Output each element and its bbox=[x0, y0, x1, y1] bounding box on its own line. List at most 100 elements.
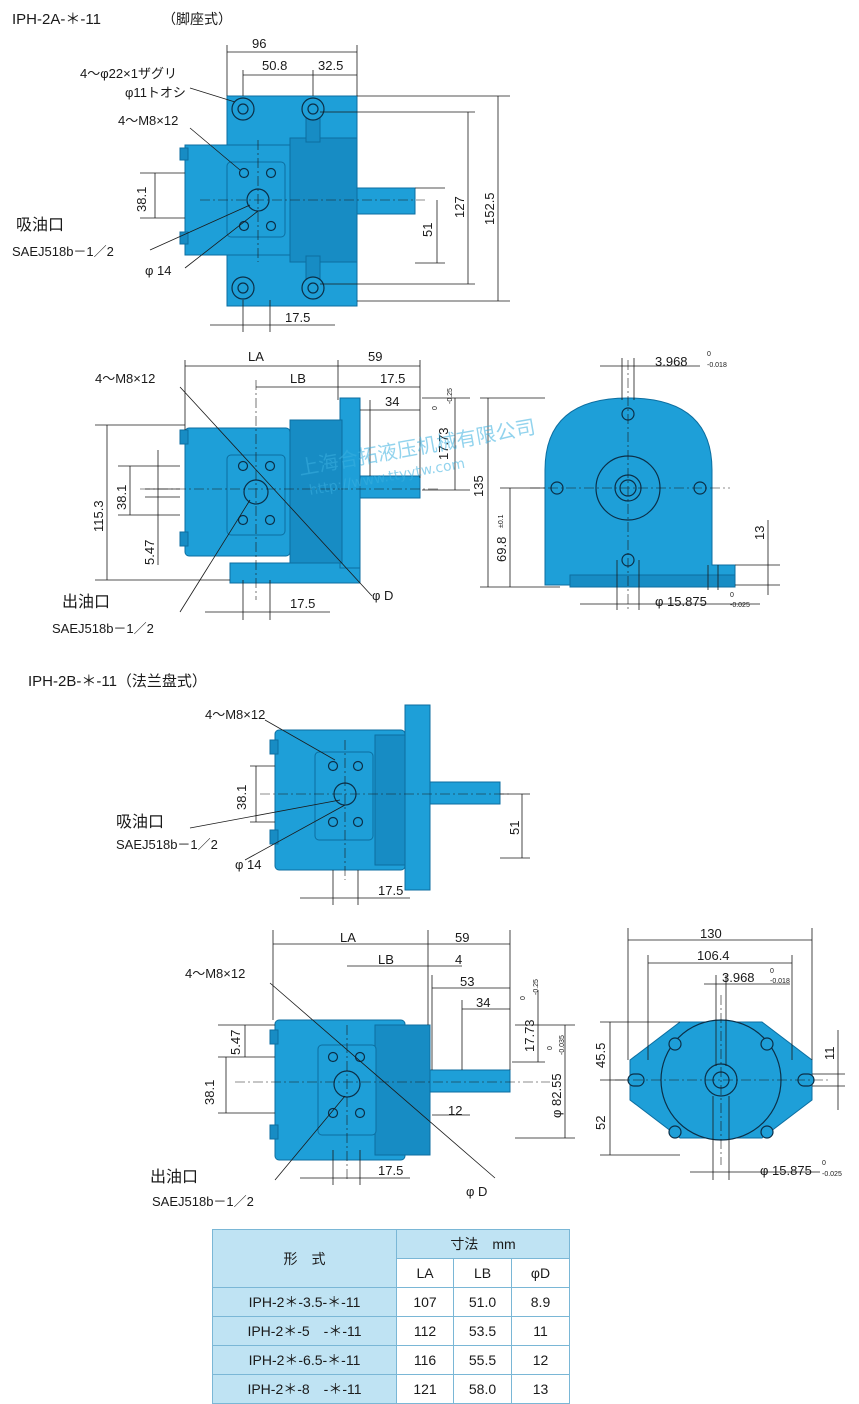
side-shaft bbox=[359, 475, 421, 499]
label-phid-a: φ D bbox=[372, 588, 393, 603]
side-plug-top bbox=[179, 429, 189, 445]
label-through-hole: φ11トオシ bbox=[125, 85, 186, 100]
label-counterbore: 4～φ22×1ザグリ bbox=[80, 66, 177, 81]
label-suction-b: 吸油口 bbox=[116, 813, 164, 831]
dim-13: 13 bbox=[752, 526, 767, 540]
tol-3968-top-b: 0 bbox=[770, 968, 774, 975]
dim-38-1-a2: 38.1 bbox=[114, 485, 129, 510]
dim-59-b: 59 bbox=[455, 930, 469, 945]
label-phi15875-a: φ 15.875 bbox=[655, 594, 707, 609]
dim-135: 135 bbox=[471, 475, 486, 497]
side-bolt-4 bbox=[264, 514, 276, 526]
dim-17-73-a: 17.73 bbox=[436, 427, 451, 460]
dim-59-a: 59 bbox=[368, 349, 382, 364]
view-a-front: 3.968 0 -0.018 φ 15.875 0 -0.025 135 69.… bbox=[471, 351, 780, 610]
dim-52: 52 bbox=[593, 1116, 608, 1130]
header-la: LA bbox=[396, 1258, 454, 1288]
b-side-bolt-1 bbox=[327, 1051, 339, 1063]
header-lb: LB bbox=[453, 1258, 512, 1288]
dim-11: 11 bbox=[822, 1047, 837, 1061]
cell-d: 11 bbox=[511, 1316, 570, 1346]
dim-34-a: 34 bbox=[385, 394, 399, 409]
dim-la-b: LA bbox=[340, 930, 356, 945]
dim-4-b: 4 bbox=[455, 952, 462, 967]
cell-d: 12 bbox=[511, 1345, 570, 1375]
cell-model: IPH-2＊-5 -＊-11 bbox=[212, 1316, 397, 1346]
dim-lb-a: LB bbox=[290, 371, 306, 386]
dim-152-5: 152.5 bbox=[482, 192, 497, 225]
section-a-subtitle: （脚座式） bbox=[162, 11, 232, 27]
cell-model: IPH-2＊-6.5-＊-11 bbox=[212, 1345, 397, 1375]
tol-17-73-top-b: 0 bbox=[520, 996, 527, 1000]
header-dimension: 寸法 mm bbox=[396, 1229, 570, 1259]
mount-hole-tr-inner bbox=[307, 103, 319, 115]
b-side-plug-bottom bbox=[269, 1124, 279, 1140]
port-bolt-3 bbox=[238, 220, 250, 232]
b-side-shaft bbox=[429, 1069, 511, 1093]
dim-51-b: 51 bbox=[507, 821, 522, 835]
label-discharge-a: 出油口 bbox=[62, 593, 110, 611]
header-d: φD bbox=[511, 1258, 570, 1288]
side-flange bbox=[289, 419, 343, 564]
b-side-bolt-3 bbox=[327, 1107, 339, 1119]
cell-model: IPH-2＊-8 -＊-11 bbox=[212, 1374, 397, 1404]
cell-model: IPH-2＊-3.5-＊-11 bbox=[212, 1287, 397, 1317]
dim-12-b: 12 bbox=[448, 1103, 462, 1118]
label-phi14-a: φ 14 bbox=[145, 263, 172, 278]
dimension-table: 形 式 寸法 mm LA LB φD IPH-2＊-3.5-＊-11 107 5… bbox=[212, 1229, 570, 1404]
tol-69-8: ±0.1 bbox=[498, 514, 505, 528]
cell-la: 107 bbox=[396, 1287, 454, 1317]
b-port-bolt-2 bbox=[352, 760, 364, 772]
dim-la-a: LA bbox=[248, 349, 264, 364]
port-bolt-4 bbox=[265, 220, 277, 232]
table-row: IPH-2＊-6.5-＊-11 116 55.5 12 bbox=[212, 1345, 570, 1375]
view-a-side: LA 59 LB 17.5 34 4～M8×12 出油口 SAEJ518b－1／… bbox=[52, 349, 470, 636]
tol-3968-bot-a: -0.018 bbox=[707, 362, 727, 369]
shaft bbox=[356, 187, 416, 215]
cell-lb: 58.0 bbox=[453, 1374, 512, 1404]
dim-106-4: 106.4 bbox=[697, 948, 730, 963]
b-shaft bbox=[429, 781, 501, 805]
view-a-top: 96 50.8 32.5 4～φ22×1ザグリ φ11トオシ 4～M8×12 吸… bbox=[12, 36, 510, 332]
dim-17-5-b2: 17.5 bbox=[378, 1163, 403, 1178]
plug-bottom bbox=[179, 231, 189, 245]
section-a-title: IPH-2A-＊-11 bbox=[12, 11, 101, 28]
dim-38-1-b2: 38.1 bbox=[202, 1080, 217, 1105]
dim-17-5-a1: 17.5 bbox=[285, 310, 310, 325]
b-front-bolt-tl bbox=[668, 1037, 682, 1051]
tol-82-55-bot-b: -0.035 bbox=[559, 1035, 566, 1055]
view-b-side: LA 59 LB 4 53 34 12 4～M8×12 出油口 SAEJ518b… bbox=[150, 930, 575, 1209]
b-plug-bottom bbox=[269, 829, 279, 845]
cell-lb: 51.0 bbox=[453, 1287, 512, 1317]
plug-top bbox=[179, 147, 189, 161]
dim-115-3: 115.3 bbox=[91, 500, 106, 532]
tol-15875-top-b: 0 bbox=[822, 1160, 826, 1167]
dim-127: 127 bbox=[452, 196, 467, 218]
label-phid-b: φ D bbox=[466, 1184, 487, 1199]
dim-82-55-b: φ 82.55 bbox=[549, 1073, 564, 1118]
side-bolt-3 bbox=[237, 514, 249, 526]
dim-53-b: 53 bbox=[460, 974, 474, 989]
dim-5-47-b: 5.47 bbox=[228, 1030, 243, 1055]
dim-lb-b: LB bbox=[378, 952, 394, 967]
cell-d: 13 bbox=[511, 1374, 570, 1404]
tol-15875-bot-b: -0.025 bbox=[822, 1171, 842, 1178]
cell-lb: 53.5 bbox=[453, 1316, 512, 1346]
label-sae-suction-b: SAEJ518b－1／2 bbox=[116, 837, 218, 852]
label-sae-discharge-b: SAEJ518b－1／2 bbox=[152, 1194, 254, 1209]
dim-51-a1: 51 bbox=[420, 223, 435, 237]
b-port-bolt-4 bbox=[352, 816, 364, 828]
tol-82-55-top-b: 0 bbox=[547, 1046, 554, 1050]
dim-38-1-b1: 38.1 bbox=[234, 785, 249, 810]
label-thread-a1: 4～M8×12 bbox=[118, 113, 178, 128]
dim-34-b: 34 bbox=[476, 995, 490, 1010]
view-b-top: 4～M8×12 吸油口 SAEJ518b－1／2 φ 14 17.5 38.1 … bbox=[116, 704, 530, 905]
port-bolt-2 bbox=[265, 167, 277, 179]
table-row: IPH-2＊-8 -＊-11 121 58.0 13 bbox=[212, 1374, 570, 1404]
mount-hole-tl-inner bbox=[237, 103, 249, 115]
b-front-bolt-br bbox=[760, 1125, 774, 1139]
header-model: 形 式 bbox=[212, 1229, 397, 1288]
front-foot bbox=[569, 574, 736, 588]
cell-d: 8.9 bbox=[511, 1287, 570, 1317]
dim-96: 96 bbox=[252, 36, 266, 51]
